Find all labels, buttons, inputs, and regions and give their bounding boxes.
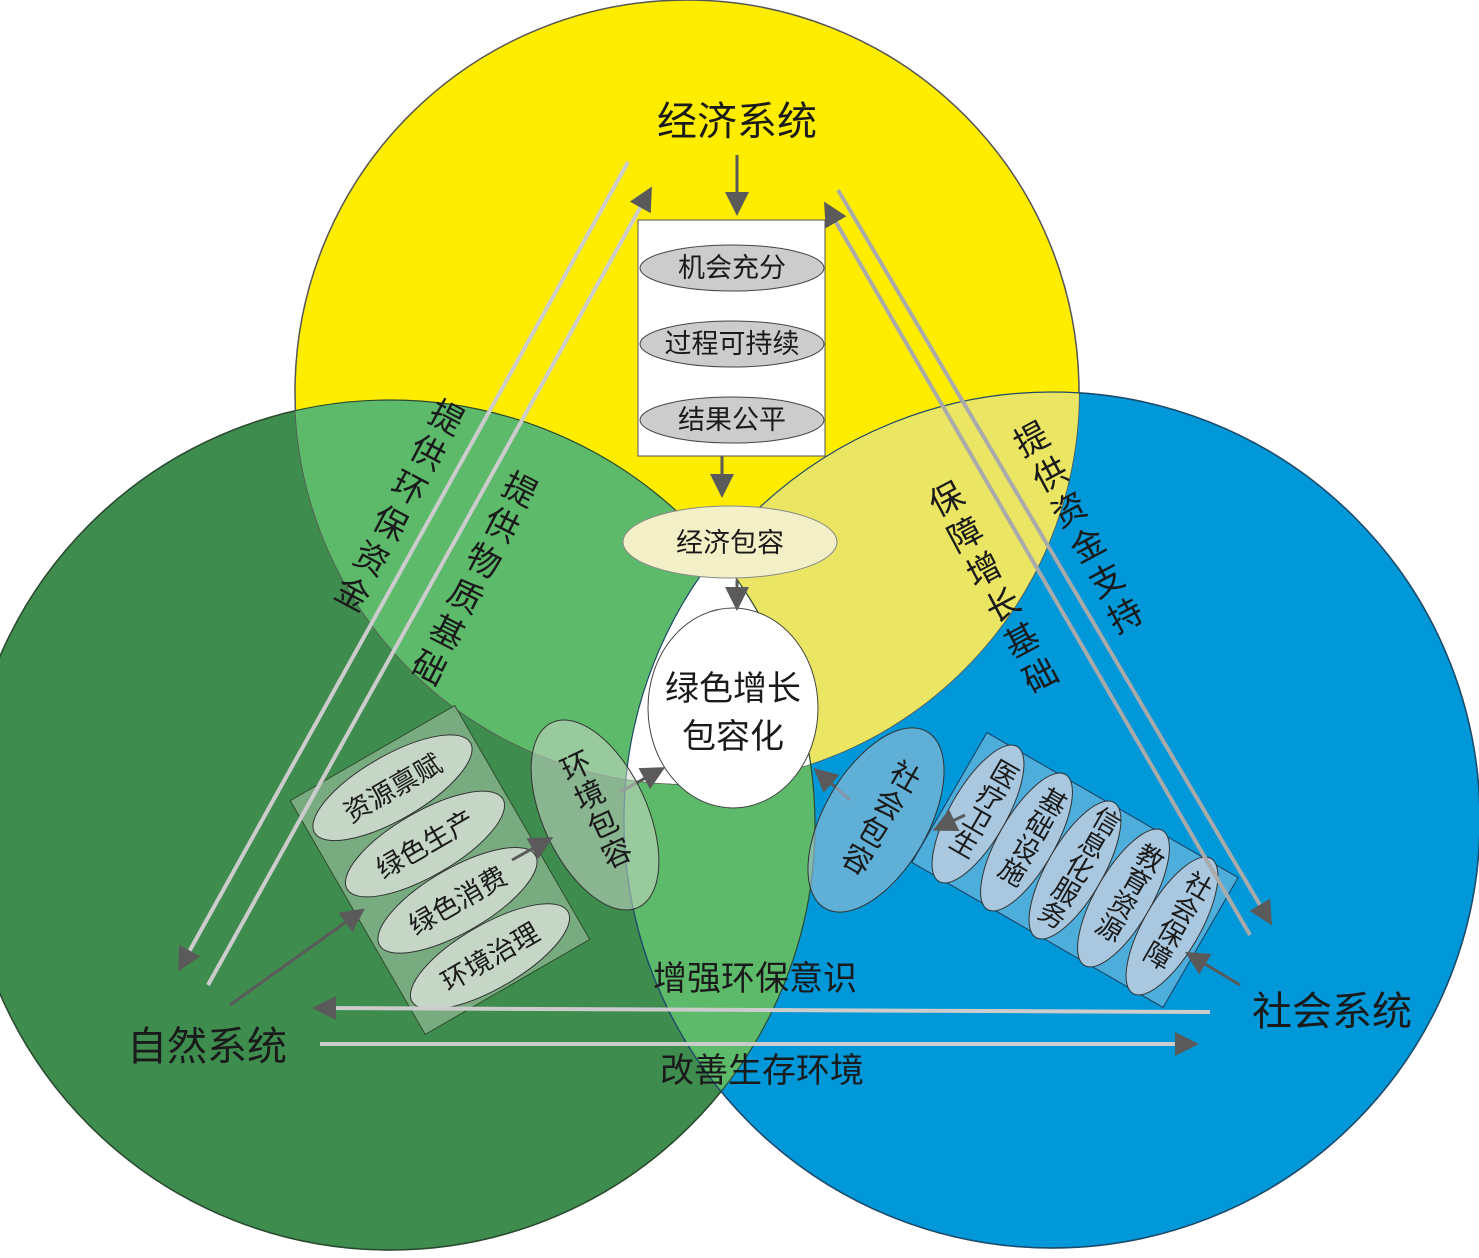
- nature-box: 资源禀赋 绿色生产 绿色消费 环境治理: [289, 704, 591, 1036]
- svg-text:绿色增长: 绿色增长: [665, 669, 801, 709]
- svg-text:经济包容: 经济包容: [676, 528, 784, 559]
- flow-arrows: [178, 161, 1273, 1056]
- flow-awareness: 增强环保意识: [653, 959, 857, 999]
- economy-item: 机会充分: [639, 244, 825, 292]
- society-box: 医疗卫生 基础设施 信息化服务 教育资源 社会保障: [911, 731, 1239, 1009]
- env-inclusion: 环境包容: [530, 719, 660, 911]
- svg-text:结果公平: 结果公平: [678, 405, 786, 436]
- economy-system-label: 经济系统: [657, 99, 817, 145]
- svg-text:机会充分: 机会充分: [678, 253, 786, 284]
- flow-living-env: 改善生存环境: [660, 1051, 864, 1091]
- economy-item: 结果公平: [639, 396, 825, 444]
- social-inclusion: 社会包容: [807, 727, 945, 913]
- svg-text:过程可持续: 过程可持续: [665, 329, 800, 360]
- nature-system-label: 自然系统: [127, 1024, 287, 1070]
- economy-item: 过程可持续: [639, 320, 825, 368]
- economy-inclusion: 经济包容: [622, 505, 838, 579]
- society-system-label: 社会系统: [1252, 989, 1412, 1035]
- center-node: 绿色增长 包容化: [647, 607, 819, 809]
- economy-nature-overlap: [295, 400, 815, 784]
- svg-text:包容化: 包容化: [682, 717, 784, 757]
- economy-society-overlap: [624, 392, 1079, 784]
